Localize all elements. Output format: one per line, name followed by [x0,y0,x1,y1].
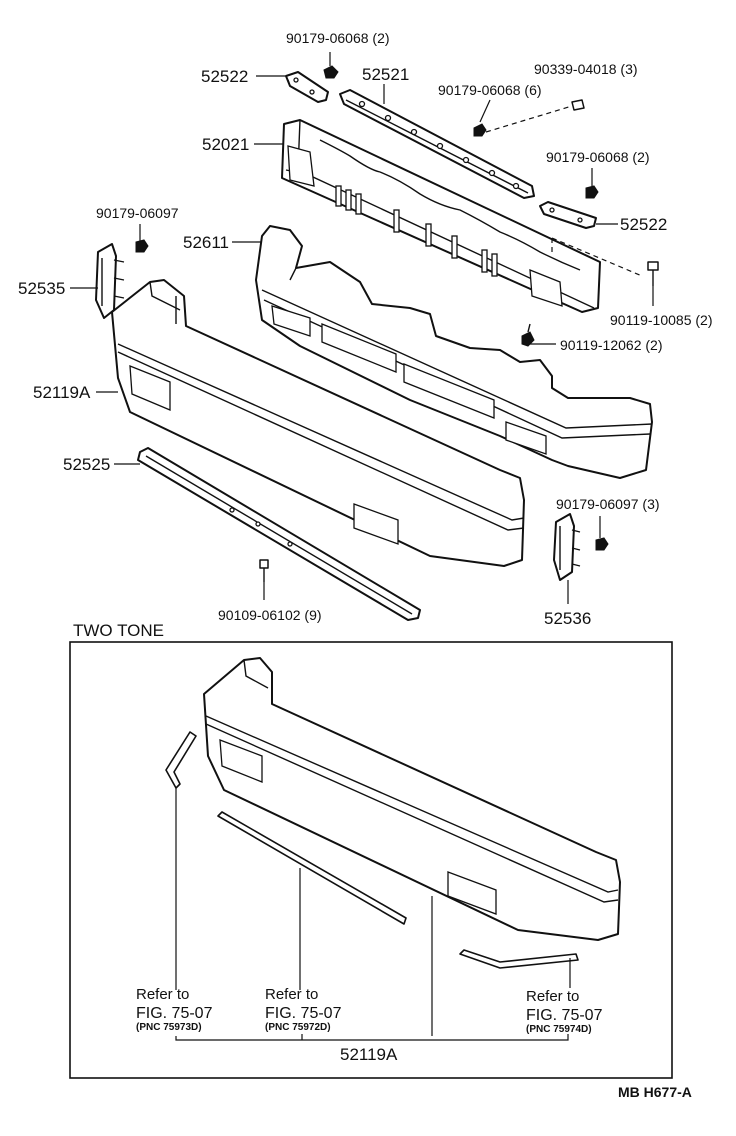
support-52535 [95,243,125,319]
label-52522-left: 52522 [201,67,248,86]
ref-3-fig: FIG. 75-07 [526,1007,603,1024]
label-90179-06068-6: 90179-06068 (6) [438,82,542,98]
ref-1-refer: Refer to [136,986,189,1003]
two-tone-stripe-right [459,949,579,969]
ref-1-fig: FIG. 75-07 [136,1005,213,1022]
nut-90179-06097-left [135,239,149,253]
label-90179-06068-top: 90179-06068 (2) [286,30,390,46]
ref-2-fig: FIG. 75-07 [265,1005,342,1022]
nut-90179-06097-right [595,537,609,551]
label-52522-right: 52522 [620,215,667,234]
two-tone-bumper-cover [203,657,621,941]
nut-90179-06068-6 [473,123,487,137]
ref-3-pnc: (PNC 75974D) [526,1024,592,1035]
support-52536 [553,513,581,581]
two-tone-part-label: 52119A [340,1045,398,1064]
energy-absorber-52611 [255,225,653,479]
label-52119A: 52119A [33,383,91,402]
retainer-52522-right [539,201,597,229]
label-90119-12062: 90119-12062 (2) [560,337,662,353]
label-52021: 52021 [202,135,249,154]
two-tone-title: TWO TONE [73,621,164,640]
label-90179-06068-right: 90179-06068 (2) [546,149,650,165]
two-tone-stripe-center [217,811,407,925]
label-90179-06097-3: 90179-06097 (3) [556,496,660,512]
retainer-52522-left [285,71,329,103]
ref-2-refer: Refer to [265,986,318,1003]
label-52521: 52521 [362,65,409,84]
ref-2-pnc: (PNC 75972D) [265,1022,331,1033]
diagram-code: MB H677-A [618,1084,692,1100]
nut-90179-06068-top [323,65,339,79]
label-90109-06102: 90109-06102 (9) [218,607,322,623]
lower-bracket-52525 [137,447,421,621]
reinforcement-bar-52021 [281,119,601,313]
label-90339-04018: 90339-04018 (3) [534,61,638,77]
bolt-90119-10085 [647,261,659,286]
ref-1-pnc: (PNC 75973D) [136,1022,202,1033]
label-90179-06097: 90179-06097 [96,205,179,221]
label-90119-10085: 90119-10085 (2) [610,312,712,328]
ref-3-refer: Refer to [526,988,579,1005]
label-52611: 52611 [183,233,229,252]
two-tone-frame [69,641,673,1079]
reinforcement-52521 [339,89,535,199]
label-52536: 52536 [544,609,591,628]
leader-lines [70,52,654,604]
label-52525: 52525 [63,455,110,474]
cap-90339-04018 [571,99,585,111]
two-tone-leader-lines [175,788,571,1041]
bolt-90119-12062 [521,323,535,347]
two-tone-stripe-left [165,731,197,789]
bumper-cover-52119A [111,279,525,567]
screw-90109-06102 [259,559,269,582]
label-52535: 52535 [18,279,65,298]
nut-90179-06068-right [585,185,599,199]
